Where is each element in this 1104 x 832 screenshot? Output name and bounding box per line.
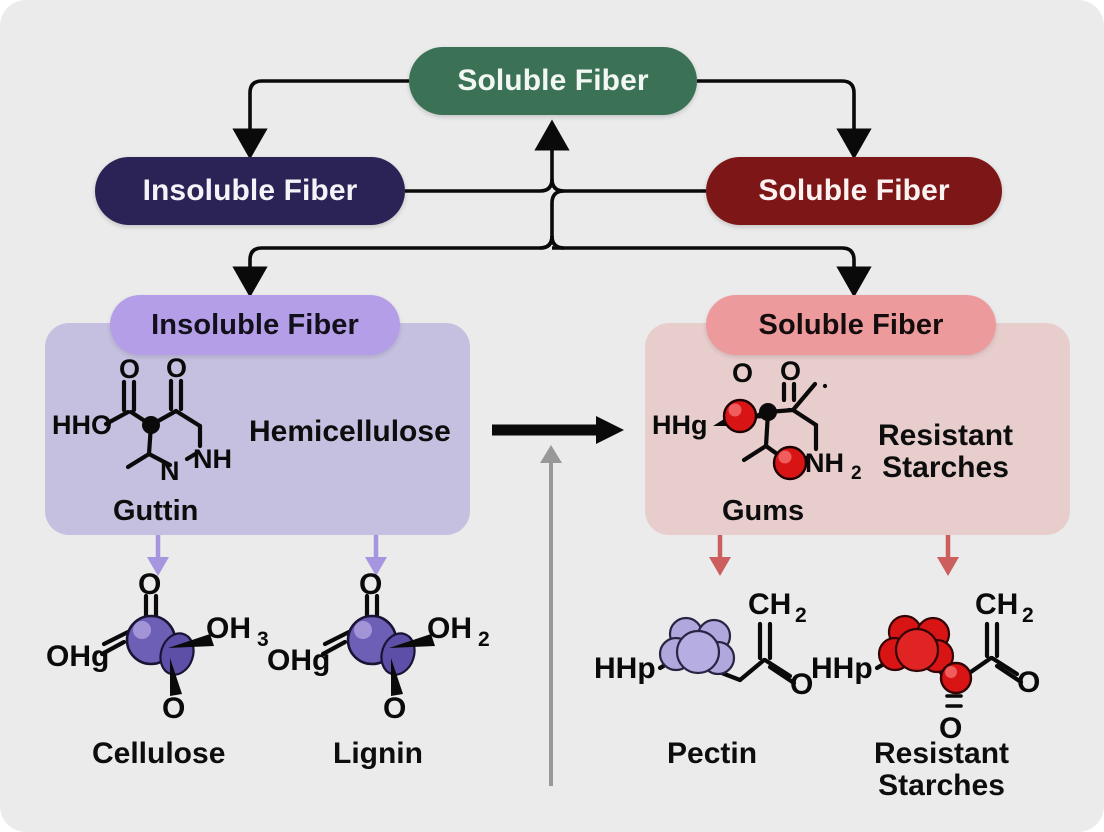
edge-bus-elbow-left: [539, 235, 554, 250]
atom-label-oh-subscript: 2: [478, 628, 490, 651]
atom-label-ohg: OHg: [267, 644, 330, 677]
atom-label-ohg: OHg: [46, 640, 109, 673]
bond-wedge-down: [170, 658, 182, 696]
atom-label-o-top: O: [138, 568, 161, 601]
label-resistant-starches-bottom: Resistant Starches: [874, 737, 1010, 803]
label-lignin: Lignin: [333, 737, 423, 770]
molecule-gums: HHg O O NH 2: [650, 356, 865, 504]
node-insoluble-label: Insoluble Fiber: [142, 174, 358, 207]
atom-label-o-bottom: O: [162, 692, 185, 725]
stereocenter-dot: [759, 403, 777, 421]
atom-label-oh: OH: [206, 612, 251, 645]
bond-wedge-up: [389, 634, 435, 648]
atom-label-oh-subscript: 3: [257, 628, 269, 651]
edge-insoluble-to-root: [405, 119, 570, 193]
group-header-insoluble-label: Insoluble Fiber: [151, 308, 359, 341]
edge-bus-to-soluble-group: [552, 246, 872, 298]
edge-group-to-resistant-starches: [937, 533, 959, 576]
label-guttin: Guttin: [113, 495, 199, 527]
node-insoluble-fiber-group-header[interactable]: Insoluble Fiber: [110, 295, 400, 355]
group-header-soluble-label: Soluble Fiber: [758, 308, 944, 341]
atom-cluster-lilac: [658, 616, 736, 676]
label-hemicellulose: Hemicellulose: [249, 415, 451, 448]
edge-junction-elbow-right: [550, 189, 565, 204]
atom-label-o-top: O: [359, 568, 382, 601]
feedback-arrow: [540, 445, 562, 786]
molecule-resistant-starches: HHp CH 2 O O: [811, 566, 1058, 746]
bond-wedge-down: [391, 658, 403, 696]
insoluble-fiber-group-panel: [45, 323, 470, 535]
atom-label-hhp: HHp: [811, 652, 873, 685]
label-cellulose: Cellulose: [92, 737, 226, 770]
edge-bus-elbow: [550, 235, 565, 250]
atom-label-o-2: O: [780, 356, 801, 386]
atom-label-oh: OH: [427, 612, 472, 645]
edge-group-to-cellulose: [147, 533, 169, 576]
atom-label-hhp: HHp: [594, 652, 656, 685]
molecule-lignin: O OHg OH 2 O: [267, 566, 490, 726]
atom-sphere-red-link: [939, 661, 973, 695]
molecule-pectin: HHp CH 2 O: [594, 566, 832, 726]
atom-label-nh: NH: [193, 444, 232, 474]
atom-label-hho: HHO: [52, 410, 112, 440]
bond-wedge-up: [168, 634, 214, 648]
label-pectin: Pectin: [667, 737, 758, 770]
atom-label-o-1: O: [119, 354, 140, 384]
transformation-arrow: [492, 416, 624, 444]
edge-group-to-lignin: [365, 533, 387, 576]
edge-root-to-insoluble: [232, 79, 409, 160]
molecule-cellulose: O OHg OH 3 O: [46, 566, 269, 726]
soluble-fiber-group-panel: [645, 323, 1070, 535]
atom-label-ch2: CH: [748, 588, 791, 621]
node-soluble-label: Soluble Fiber: [758, 174, 950, 207]
molecule-guttin: HHO O O N NH: [50, 353, 260, 504]
node-soluble-fiber[interactable]: Soluble Fiber: [706, 157, 1002, 225]
stereocenter-dot: [142, 416, 160, 434]
atom-cluster-red: [877, 614, 955, 674]
node-root-label: Soluble Fiber: [457, 64, 649, 97]
atom-label-ch2: CH: [975, 588, 1018, 621]
atom-label-o-1: O: [732, 358, 753, 388]
atom-sphere-red-1: [722, 398, 758, 434]
atom-label-nh: NH: [805, 448, 844, 478]
atom-label-hhg: HHg: [652, 410, 708, 440]
atom-label-n: N: [160, 456, 180, 486]
edge-root-to-soluble: [697, 79, 872, 160]
atom-label-ch2-subscript: 2: [795, 604, 807, 627]
atom-label-o-right: O: [1017, 666, 1040, 699]
atom-label-o-2: O: [166, 353, 187, 383]
node-root-soluble-fiber[interactable]: Soluble Fiber: [409, 47, 697, 115]
atom-label-o-bottom: O: [383, 692, 406, 725]
atom-sphere-red-2: [772, 445, 808, 481]
atom-label-nh-subscript: 2: [851, 463, 862, 484]
edge-soluble-to-junction: [550, 178, 706, 193]
atom-label-ch2-subscript: 2: [1022, 604, 1034, 627]
atom-label-o: O: [790, 668, 813, 701]
node-insoluble-fiber[interactable]: Insoluble Fiber: [95, 157, 405, 225]
atom-label-o-bottom: O: [939, 712, 962, 745]
label-resistant-starches: Resistant Starches: [878, 419, 1014, 484]
label-gums: Gums: [722, 495, 805, 527]
edge-group-to-pectin: [709, 533, 731, 576]
node-soluble-fiber-group-header[interactable]: Soluble Fiber: [706, 295, 996, 355]
